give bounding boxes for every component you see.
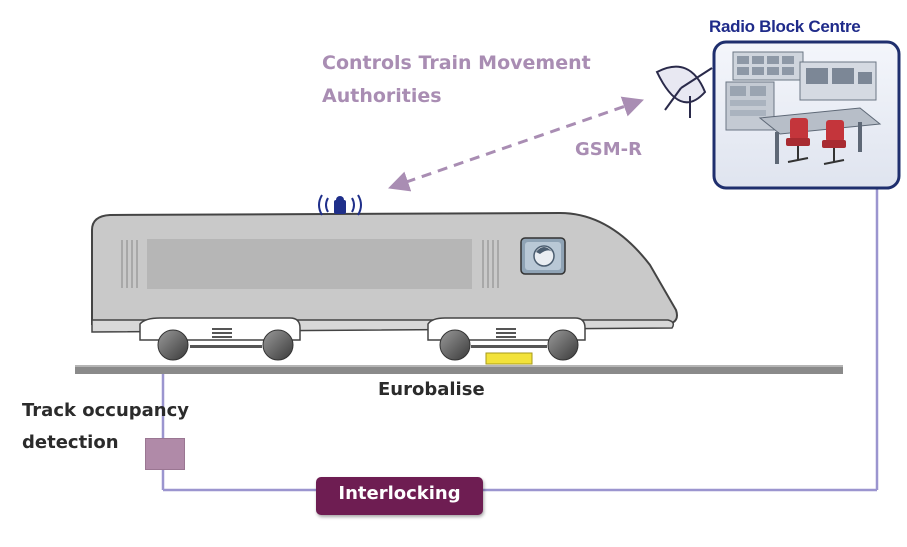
controls-label-line2: Authorities <box>322 85 442 107</box>
controls-label-line1: Controls Train Movement <box>322 52 591 74</box>
gsmr-label: GSM-R <box>575 139 642 160</box>
red-chair-icon <box>786 118 810 163</box>
control-room-icon <box>725 51 882 165</box>
satellite-dish-icon <box>655 65 713 118</box>
communication-lines <box>161 188 879 492</box>
eurobalise-device <box>485 352 533 365</box>
rail-track <box>75 365 843 374</box>
track-occupancy-line2: detection <box>22 432 119 453</box>
interlocking-box: Interlocking <box>316 477 483 515</box>
rbc-title: Radio Block Centre <box>709 17 861 36</box>
track-detector-box <box>145 438 185 470</box>
radio-block-centre <box>712 40 901 190</box>
train-vent-right <box>482 240 499 288</box>
train <box>91 211 678 361</box>
driver-cab-icon <box>520 237 566 275</box>
train-vent-left <box>121 240 138 288</box>
controls-label: Controls Train Movement Authorities <box>322 47 591 113</box>
eurobalise-label: Eurobalise <box>378 379 485 400</box>
track-occupancy-label: Track occupancy detection <box>22 395 189 459</box>
train-antenna-icon <box>318 194 362 216</box>
track-occupancy-line1: Track occupancy <box>22 400 190 421</box>
interlocking-label: Interlocking <box>338 483 461 504</box>
train-wheels <box>157 329 579 361</box>
red-chair-icon <box>822 120 846 165</box>
train-window-band <box>147 239 472 289</box>
radio-link-arrow <box>388 96 644 192</box>
